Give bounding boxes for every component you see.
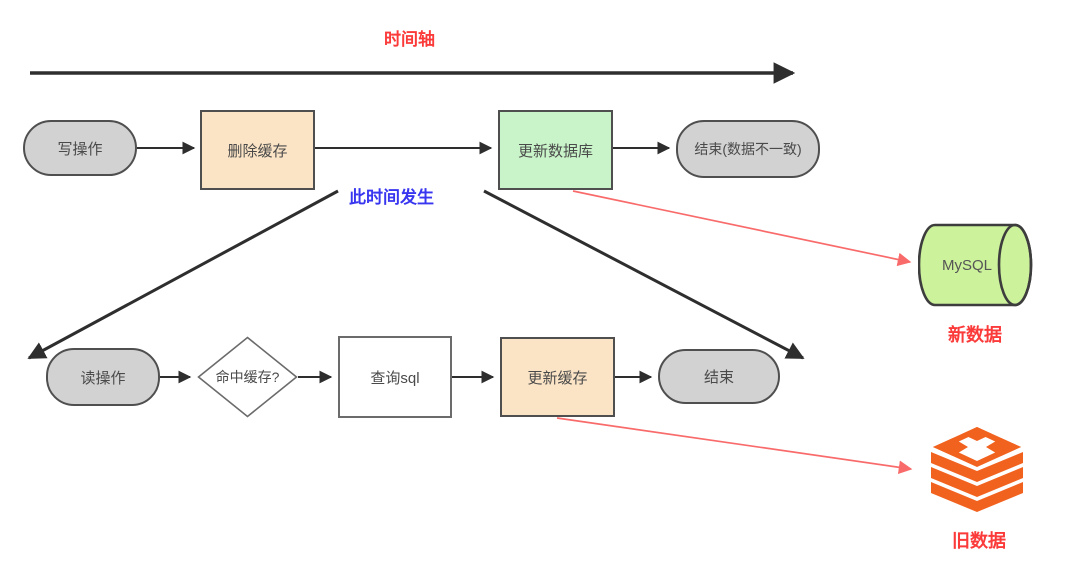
redis-stack-icon <box>931 427 1023 512</box>
diamond-shape-icon <box>197 336 298 418</box>
mysql-label: MySQL <box>941 256 992 274</box>
node-label: 更新缓存 <box>527 369 588 387</box>
node-read-operation: 读操作 <box>46 348 160 406</box>
node-label: 结束(数据不一致) <box>694 141 802 157</box>
node-label: 删除缓存 <box>227 142 288 160</box>
node-label: 读操作 <box>80 369 126 387</box>
node-update-database: 更新数据库 <box>498 110 613 190</box>
node-query-sql: 查询sql <box>338 336 452 418</box>
redis-caption-old-data: 旧数据 <box>952 531 1006 551</box>
node-end: 结束 <box>658 349 780 404</box>
redis-cache <box>925 427 1029 513</box>
node-label: 查询sql <box>370 369 420 387</box>
mysql-database: MySQL <box>918 223 1033 307</box>
node-label: 更新数据库 <box>517 142 593 160</box>
diagonal-arrow-right <box>483 189 805 360</box>
timeline-title: 时间轴 <box>384 30 435 49</box>
red-arrow-updatecache-to-redis <box>556 417 913 474</box>
red-arrow-updatedb-to-mysql <box>572 190 912 267</box>
database-cylinder-icon <box>918 223 1033 307</box>
node-label: 结束 <box>703 369 734 386</box>
node-write-operation: 写操作 <box>23 120 137 176</box>
node-delete-cache: 删除缓存 <box>200 110 315 190</box>
annotation-this-time: 此时间发生 <box>349 188 434 207</box>
node-label: 写操作 <box>57 140 103 158</box>
node-cache-hit-decision: 命中缓存? <box>197 336 298 418</box>
node-label: 命中缓存? <box>215 369 280 385</box>
mysql-caption-new-data: 新数据 <box>948 325 1002 345</box>
node-end-inconsistent: 结束(数据不一致) <box>676 120 820 178</box>
node-update-cache: 更新缓存 <box>500 337 615 417</box>
diagonal-arrow-left <box>27 189 339 360</box>
